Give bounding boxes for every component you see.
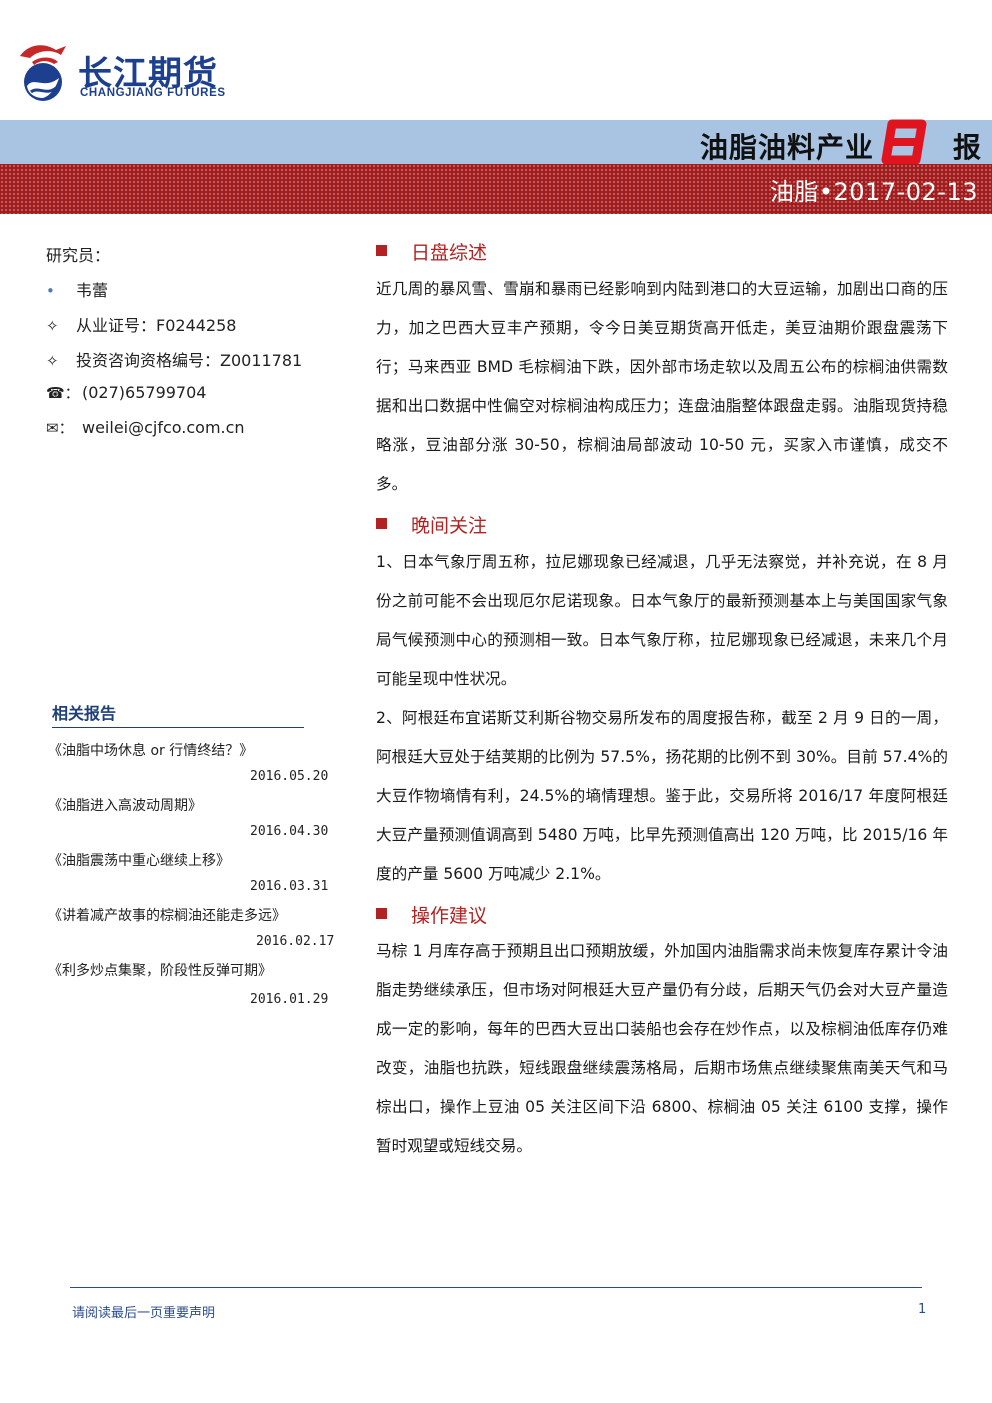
report-title: 油脂油料产业: [699, 131, 874, 164]
logo-chinese-name: 长江期货: [78, 54, 218, 94]
changjiang-logo-icon: [20, 45, 66, 101]
researcher-name: 韦蕾: [76, 281, 109, 300]
related-report-date: 2016.02.17: [256, 934, 335, 949]
square-bullet-icon: [376, 518, 387, 529]
phone-number: (027)65799704: [82, 383, 207, 402]
footer-divider: [70, 1287, 922, 1288]
square-bullet-icon: [376, 245, 387, 256]
trading-advice-paragraph: 马棕 1 月库存高于预期且出口预期放缓，外加国内油脂需求尚未恢复库存累计令油脂走…: [376, 942, 948, 1155]
page-number: 1: [918, 1302, 927, 1317]
logo-english-name: CHANGJIANG FUTURES: [80, 87, 226, 99]
researcher-label: 研究员：: [46, 246, 111, 265]
email-address[interactable]: weilei@cjfco.com.cn: [82, 418, 245, 437]
contact-phone: ☎：(027)65799704: [46, 382, 206, 406]
daily-review-paragraph: 近几周的暴风雪、雪崩和暴雨已经影响到内陆到港口的大豆运输，加剧出口商的压力，加之…: [376, 280, 948, 493]
ri-character-graphic: [881, 119, 927, 164]
phone-icon: ☎：: [46, 384, 80, 402]
diamond-icon: ✧: [46, 352, 59, 370]
date-banner: [0, 164, 992, 214]
related-report-date: 2016.05.20: [250, 769, 329, 784]
diamond-icon: ✧: [46, 317, 59, 335]
contact-name: • 韦蕾: [46, 277, 108, 301]
related-report-date: 2016.01.29: [250, 992, 329, 1007]
qualification-number: 投资咨询资格编号：Z0011781: [76, 351, 303, 370]
mail-icon: ✉：: [46, 419, 74, 437]
evening-focus-paragraph-1: 1、日本气象厅周五称，拉尼娜现象已经减退，几乎无法察觉，并补充说，在 8 月份之…: [376, 553, 948, 688]
related-reports-heading: 相关报告: [52, 700, 304, 728]
report-title-suffix: 报: [953, 131, 982, 164]
contact-email: ✉： weilei@cjfco.com.cn: [46, 417, 245, 441]
related-report-title[interactable]: 《油脂进入高波动周期》: [48, 798, 202, 814]
related-report-title[interactable]: 《利多炒点集聚，阶段性反弹可期》: [48, 963, 272, 979]
square-bullet-icon: [376, 908, 387, 919]
section-heading-daily-review: 日盘综述: [376, 238, 487, 265]
section-heading-trading-advice: 操作建议: [376, 901, 487, 928]
contact-qualification: ✧ 投资咨询资格编号：Z0011781: [46, 347, 302, 371]
person-icon: •: [46, 282, 55, 300]
related-report-title[interactable]: 《油脂中场休息 or 行情终结？》: [48, 743, 254, 759]
license-number: 从业证号：F0244258: [76, 316, 237, 335]
related-report-date: 2016.03.31: [250, 879, 329, 894]
section-heading-evening-focus: 晚间关注: [376, 511, 487, 538]
related-report-title[interactable]: 《讲着减产故事的棕榈油还能走多远》: [48, 908, 286, 924]
footer-disclaimer[interactable]: 请阅读最后一页重要声明: [72, 1306, 216, 1321]
report-date: 油脂•2017-02-13: [769, 178, 978, 206]
related-report-title[interactable]: 《油脂震荡中重心继续上移》: [48, 853, 230, 869]
related-report-date: 2016.04.30: [250, 824, 329, 839]
contact-license: ✧ 从业证号：F0244258: [46, 312, 236, 336]
evening-focus-paragraph-2: 2、阿根廷布宜诺斯艾利斯谷物交易所发布的周度报告称，截至 2 月 9 日的一周，…: [376, 709, 948, 883]
company-logo: 长江期货 CHANGJIANG FUTURES: [14, 40, 244, 106]
title-banner: [0, 120, 992, 164]
